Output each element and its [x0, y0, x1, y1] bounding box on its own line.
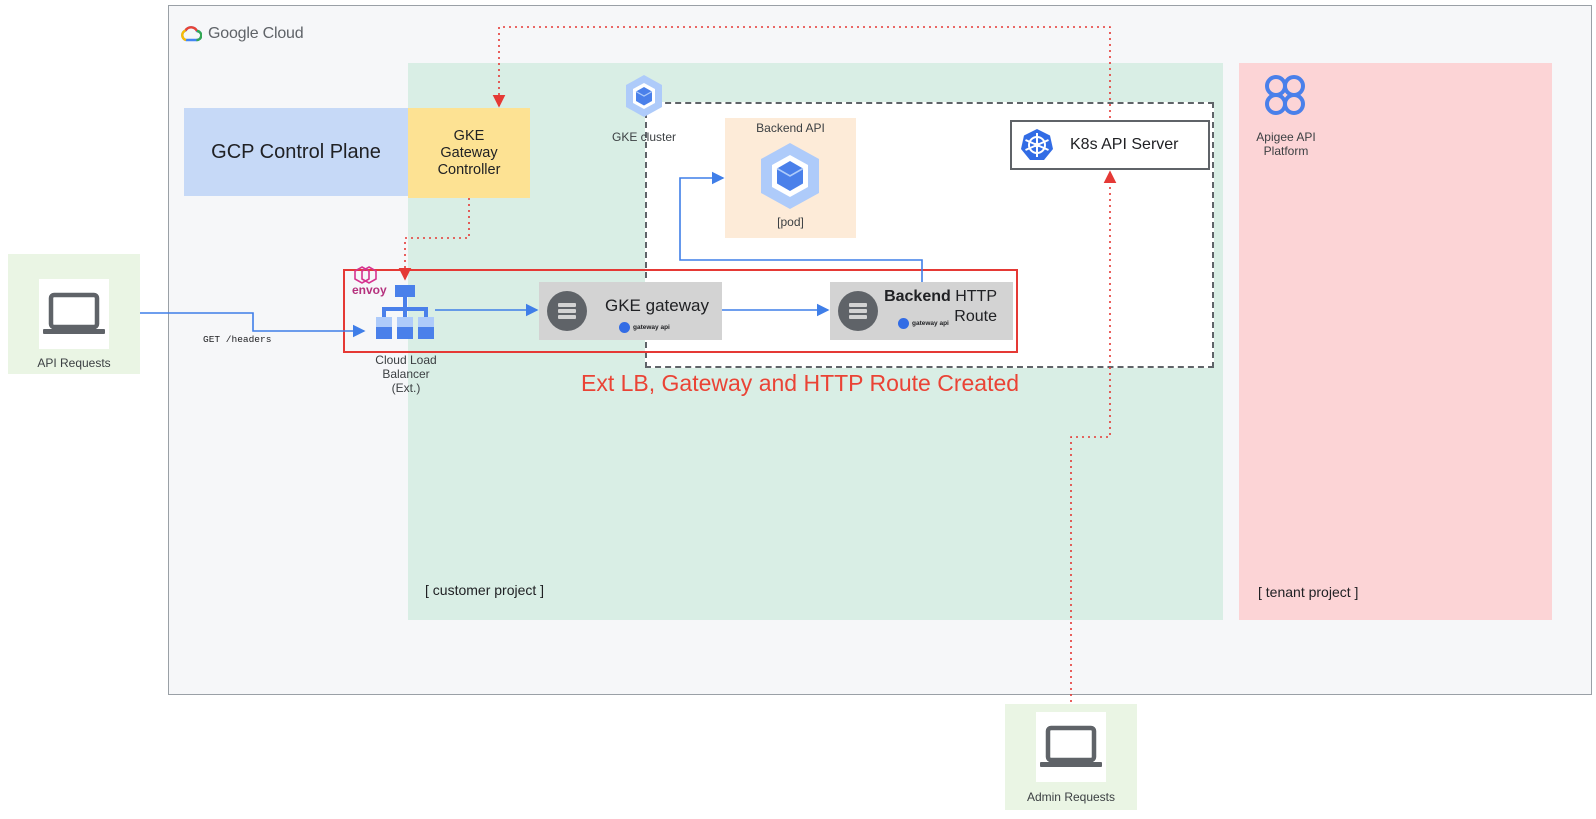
google-cloud-icon	[181, 26, 202, 42]
gateway-api-badge-text: gateway api	[912, 320, 949, 327]
pod-icon	[761, 143, 819, 209]
admin-to-k8s-dotted	[1070, 170, 1117, 702]
tenant-project-label: [ tenant project ]	[1258, 584, 1359, 600]
http-route-label: Backend HTTP Route	[884, 287, 997, 327]
load-balancer-label: Cloud Load Balancer (Ext.)	[375, 353, 437, 395]
backend-api-pod: Backend API [pod]	[725, 118, 856, 238]
gke-cluster-label: GKE cluster	[612, 130, 677, 144]
k8s-api-server: K8s API Server	[1010, 120, 1210, 170]
gateway-api-badge: gateway api	[619, 322, 670, 333]
controller-to-lb-dotted	[398, 198, 470, 281]
gcp-control-plane-label: GCP Control Plane	[211, 140, 381, 163]
load-balancer-icon	[376, 285, 434, 339]
laptop-card	[1036, 712, 1106, 782]
k8s-api-server-label: K8s API Server	[1070, 136, 1179, 153]
api-requests-label: API Requests	[37, 356, 111, 370]
backend-api-title: Backend API	[756, 121, 825, 135]
laptop-icon	[1040, 725, 1102, 767]
gateway-api-icon	[898, 318, 909, 329]
pod-label: [pod]	[777, 215, 804, 229]
server-icon	[547, 291, 587, 331]
admin-requests-label: Admin Requests	[1026, 790, 1116, 804]
gateway-api-badge-text: gateway api	[633, 324, 670, 331]
customer-project-label: [ customer project ]	[425, 582, 545, 598]
google-cloud-logo-text: Google Cloud	[208, 25, 304, 42]
gke-gateway-controller: GKE Gateway Controller	[408, 108, 530, 198]
envoy-label: envoy	[352, 283, 387, 297]
apigee-label: Apigee API Platform	[1256, 130, 1316, 158]
api-requests-client: API Requests	[8, 254, 140, 374]
http-route-label-line2: Route	[954, 308, 997, 325]
gke-gateway-label: GKE gateway	[605, 296, 709, 315]
laptop-card	[39, 279, 109, 349]
admin-requests-client: Admin Requests	[1005, 704, 1137, 810]
k8s-to-controller-dotted	[492, 26, 1111, 118]
api-request-arrow	[140, 312, 366, 338]
apigee-icon	[1265, 75, 1305, 115]
google-cloud-logo: Google Cloud	[180, 25, 304, 43]
envoy-icon	[354, 266, 377, 284]
route-to-backend-arrow	[679, 171, 923, 282]
gke-gateway: GKE gateway gateway api	[539, 282, 722, 340]
created-resources-highlight	[343, 269, 1018, 353]
http-route-label-rest: HTTP	[955, 288, 997, 305]
tenant-project-area	[1239, 63, 1552, 620]
request-path-label: GET /headers	[203, 334, 272, 345]
status-banner: Ext LB, Gateway and HTTP Route Created	[581, 370, 1020, 396]
gateway-api-badge: gateway api	[898, 318, 949, 329]
gke-cluster-icon	[626, 75, 662, 117]
server-icon	[838, 291, 878, 331]
gcp-control-plane: GCP Control Plane	[184, 108, 408, 196]
gateway-api-icon	[619, 322, 630, 333]
gke-gateway-controller-label: GKE Gateway Controller	[437, 127, 501, 178]
backend-http-route: Backend HTTP Route gateway api	[830, 282, 1013, 340]
http-route-label-bold: Backend	[884, 288, 951, 305]
kubernetes-icon	[1021, 129, 1053, 160]
laptop-icon	[43, 292, 105, 334]
